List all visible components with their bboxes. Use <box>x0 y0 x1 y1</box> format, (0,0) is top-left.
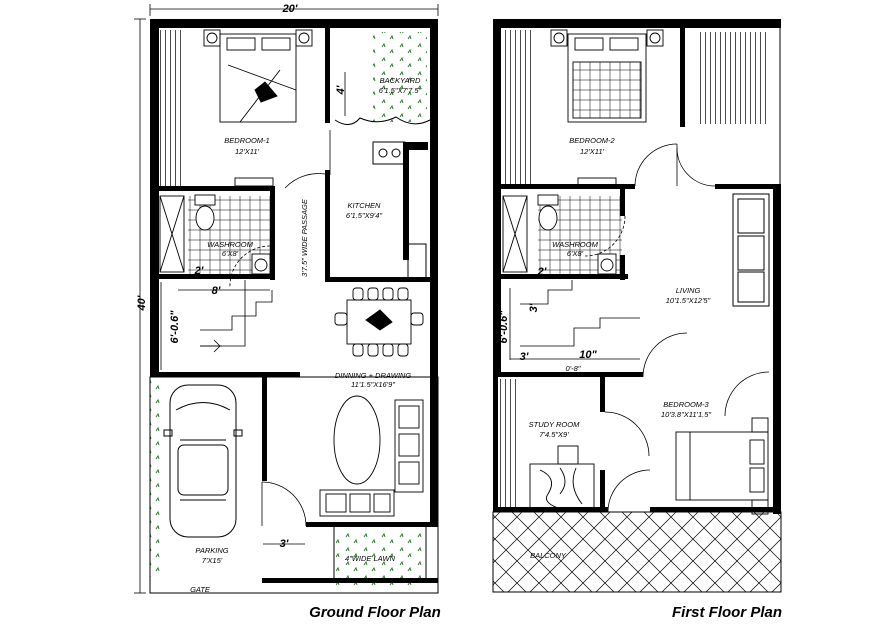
ground-height-dim: 40' <box>136 295 148 311</box>
wall-hatch <box>158 30 185 186</box>
first-terrace-hatch <box>698 32 768 124</box>
bedroom1-bed <box>203 29 313 187</box>
first-wall-hatch <box>503 30 531 186</box>
first-dim-10: 10" <box>579 349 597 361</box>
kitchen-name: KITCHEN <box>348 201 382 210</box>
backyard-grass <box>373 32 427 122</box>
study-name: STUDY ROOM <box>529 420 580 429</box>
ground-labels: 20' 40' 4' 2' 8' 6'-0.6" 3' 3'7.5" WIDE … <box>136 3 441 621</box>
first-labels: BEDROOM-2 12'X11' WASHROOM 6'X8' LIVING … <box>498 136 782 621</box>
ground-width-dim: 20' <box>282 3 298 15</box>
first-dim-3a: 3' <box>528 303 540 312</box>
first-floor-plan <box>492 19 782 593</box>
bedroom2-size: 12'X11' <box>580 147 605 156</box>
balcony-label: BALCONY <box>530 551 567 560</box>
bedroom3-size: 10'3.8"X11'1.5" <box>661 410 712 419</box>
bedroom1-name: BEDROOM-1 <box>224 136 269 145</box>
parking-size: 7'X15' <box>202 556 223 565</box>
study-hatch <box>497 379 519 507</box>
first-walls <box>493 19 781 514</box>
first-dim-6: 6'-0.6" <box>498 310 510 344</box>
ground-doors <box>229 130 331 527</box>
parking-side-strip <box>150 377 162 577</box>
living-name: LIVING <box>676 286 701 295</box>
car-icon <box>163 384 243 538</box>
ground-walls <box>150 19 438 583</box>
ground-dim-2: 2' <box>194 265 204 277</box>
first-washroom-size: 6'X8' <box>567 249 584 258</box>
ground-dim-6: 6'-0.6" <box>169 310 181 344</box>
balcony-pattern <box>492 511 782 593</box>
passage-label: 3'7.5" WIDE PASSAGE <box>300 198 309 277</box>
drawing-room-sofa <box>319 395 424 517</box>
ground-dim-8: 8' <box>212 285 221 297</box>
bedroom2-bed <box>550 29 664 187</box>
first-dim-08: 0'-8" <box>566 364 581 373</box>
ground-dim-4: 4' <box>335 85 347 95</box>
first-doors <box>584 143 770 513</box>
study-desk <box>529 445 595 511</box>
first-dim-3b: 3' <box>520 351 529 363</box>
ground-floor-title: Ground Floor Plan <box>309 604 441 621</box>
dining-table <box>334 287 424 357</box>
living-size: 10'1.5"X12'5" <box>666 296 711 305</box>
ground-washroom-fixtures <box>159 194 271 275</box>
dining-name: DINNING + DRAWING <box>335 371 411 380</box>
ground-washroom-size: 6'X8' <box>222 249 239 258</box>
first-washroom-fixtures <box>502 194 617 275</box>
parking-name: PARKING <box>195 546 228 555</box>
lawn-label: 4"WIDE LAWN <box>345 554 396 563</box>
bedroom3-name: BEDROOM-3 <box>663 400 709 409</box>
ground-dim-3: 3' <box>280 538 289 550</box>
first-outlines <box>732 19 781 307</box>
bedroom2-name: BEDROOM-2 <box>569 136 615 145</box>
bedroom3-bed <box>675 417 769 515</box>
first-stairs <box>509 280 640 360</box>
ground-washroom-name: WASHROOM <box>207 240 253 249</box>
dining-size: 11'1.5"X16'9" <box>351 380 395 389</box>
first-dim-2: 2' <box>537 266 547 278</box>
first-floor-title: First Floor Plan <box>672 604 782 621</box>
gate-label: GATE <box>190 585 211 594</box>
first-washroom-name: WASHROOM <box>552 240 598 249</box>
ground-floor-plan <box>134 4 439 594</box>
backyard-name: BACKYARD <box>380 76 421 85</box>
ground-outlines <box>149 116 439 594</box>
ground-dimensions <box>134 4 439 594</box>
kitchen-size: 6'1.5"X9'4" <box>346 211 382 220</box>
backyard-size: 6'1.5"X7'7.5" <box>379 86 422 95</box>
study-size: 7'4.5"X9' <box>539 430 569 439</box>
bedroom1-size: 12'X11' <box>235 147 260 156</box>
ground-stairs <box>200 280 273 353</box>
